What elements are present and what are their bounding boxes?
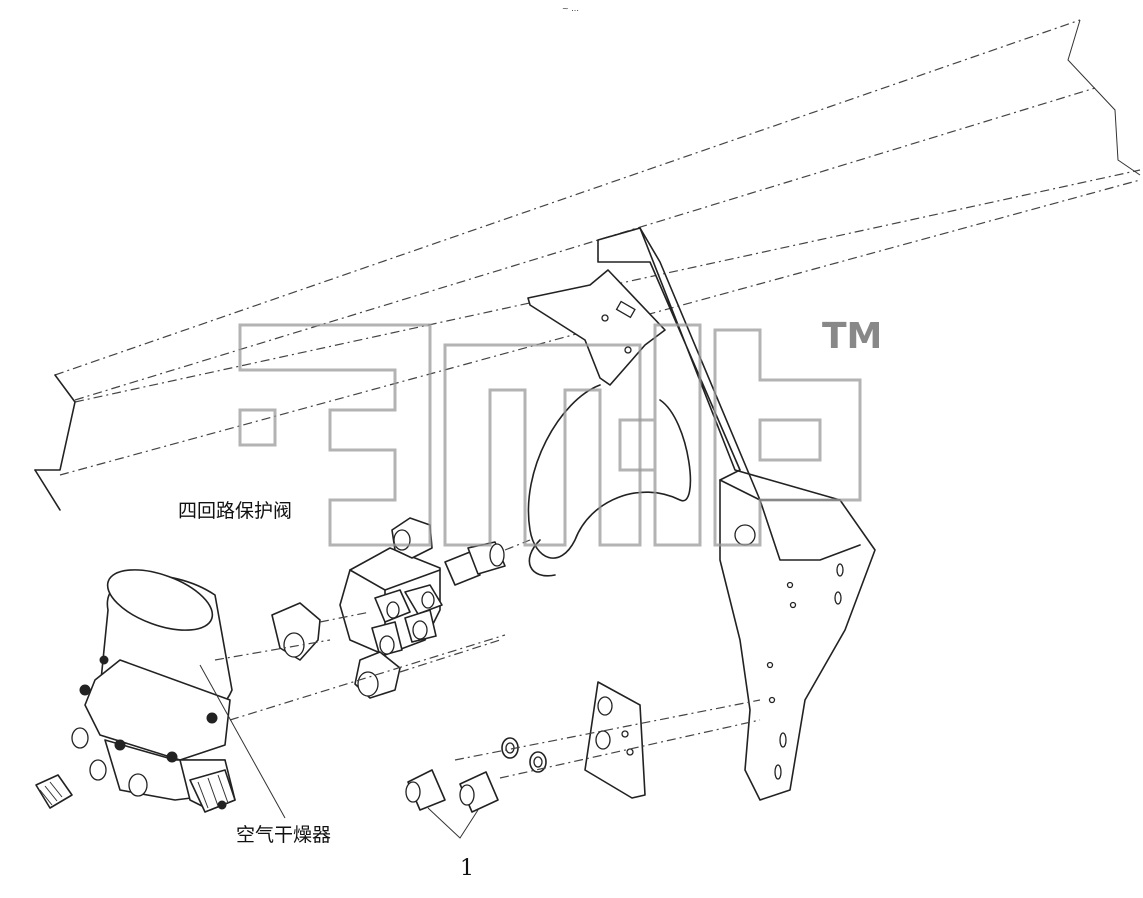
- chassis-rail: [34, 19, 1141, 511]
- spacer-plate-set: [405, 681, 761, 839]
- mounting-bracket: [527, 227, 876, 801]
- air-dryer: [35, 569, 506, 819]
- top-mark: ~ ...: [562, 4, 579, 13]
- trademark-symbol: TM: [822, 316, 882, 357]
- watermark-logo: TM: [238, 316, 882, 547]
- item-number-label: 1: [460, 856, 474, 881]
- four-circuit-valve: [271, 517, 531, 699]
- air-dryer-label: 空气干燥器: [236, 824, 332, 846]
- four-circuit-valve-label: 四回路保护阀: [178, 500, 293, 522]
